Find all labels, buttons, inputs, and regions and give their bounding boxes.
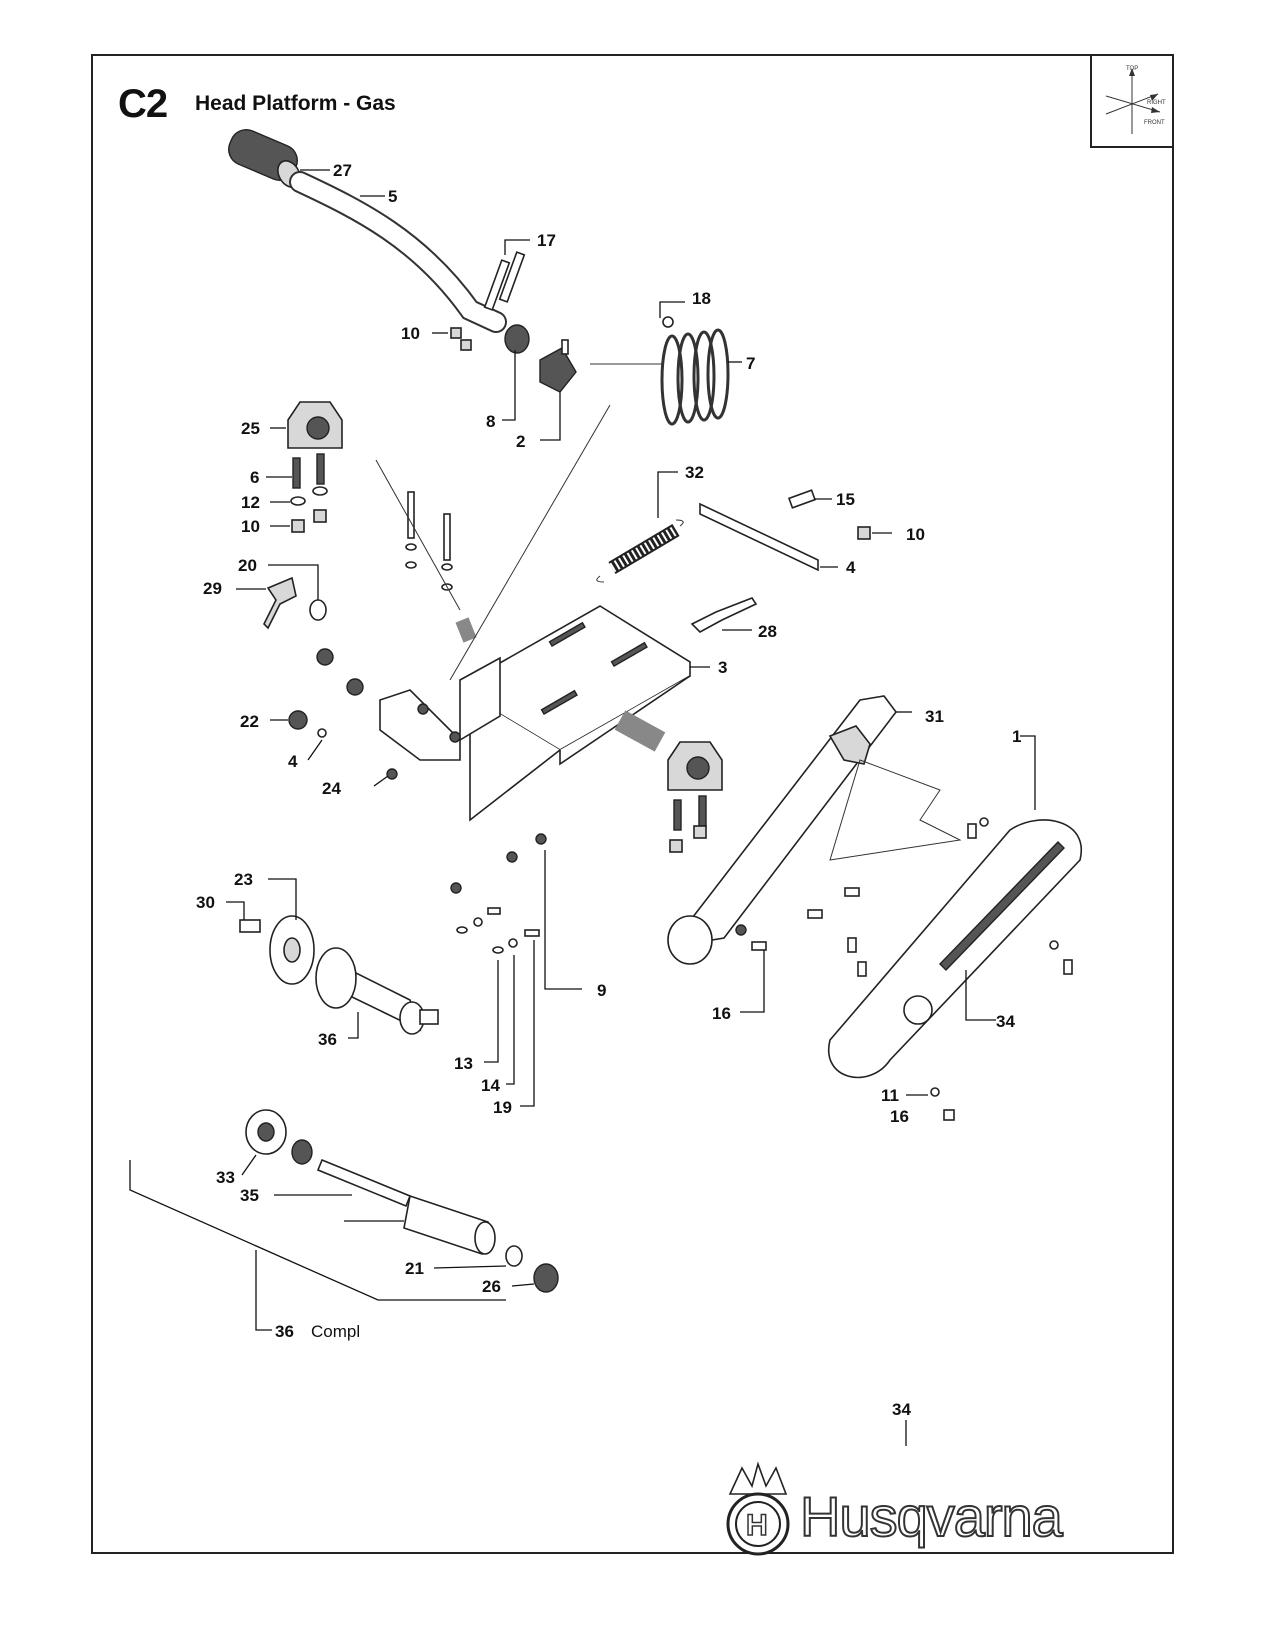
adjust-bracket — [690, 597, 758, 633]
callout-10: 10 — [241, 517, 260, 536]
orientation-right-label: RIGHT — [1147, 100, 1166, 106]
callout-19: 19 — [493, 1098, 512, 1117]
callout-32: 32 — [685, 463, 704, 482]
throttle-assembly — [504, 324, 577, 393]
callout-16: 16 — [890, 1107, 909, 1126]
callout-27: 27 — [333, 161, 352, 180]
belt-housing — [827, 819, 1083, 1079]
callout-8: 8 — [486, 412, 495, 431]
platform-bolts — [405, 491, 453, 591]
callout-10: 10 — [906, 525, 925, 544]
callout-15: 15 — [836, 490, 855, 509]
callout-31: 31 — [925, 707, 944, 726]
section-title: Head Platform - Gas — [195, 92, 396, 115]
callout-12: 12 — [241, 493, 260, 512]
orientation-indicator: TOP RIGHT FRONT — [1090, 54, 1174, 148]
callout-11: 11 — [881, 1086, 899, 1105]
callout-35: 35 — [240, 1186, 259, 1205]
husqvarna-crown-icon: H — [726, 1461, 790, 1556]
callout-26: 26 — [482, 1277, 501, 1296]
callout-13: 13 — [454, 1054, 473, 1073]
callout-4: 4 — [288, 752, 298, 771]
section-code: C2 — [118, 82, 168, 126]
shaft-housing — [315, 947, 439, 1035]
callout-20: 20 — [238, 556, 257, 575]
callout-34-logo: 34 — [892, 1400, 911, 1419]
callout-29: 29 — [203, 579, 222, 598]
callout-18: 18 — [692, 289, 711, 308]
callout-33: 33 — [216, 1168, 235, 1187]
orientation-axes-icon: TOP RIGHT FRONT — [1105, 66, 1166, 134]
callout-2: 2 — [516, 432, 525, 451]
orientation-front-label: FRONT — [1144, 120, 1165, 126]
throttle-cable-coil — [660, 316, 730, 426]
callout-5: 5 — [388, 187, 397, 206]
bearing-block-left — [287, 401, 343, 533]
callout-1: 1 — [1012, 727, 1021, 746]
head-platform — [379, 605, 691, 822]
bolts-17 — [483, 251, 526, 311]
orientation-top-label: TOP — [1126, 66, 1138, 72]
callout-7: 7 — [746, 354, 755, 373]
callout-25: 25 — [241, 419, 260, 438]
callout-3: 3 — [718, 658, 727, 677]
tension-spring — [596, 519, 684, 583]
callout-10: 10 — [401, 324, 420, 343]
callout-24: 24 — [322, 779, 341, 798]
bearing-block-right — [667, 741, 723, 853]
nuts-10-upper — [450, 327, 472, 351]
callout-36-compl: 36 — [275, 1322, 294, 1341]
callout-9: 9 — [597, 981, 606, 1000]
handle-assembly — [228, 129, 507, 333]
svg-text:H: H — [746, 1509, 768, 1542]
small-hardware — [450, 833, 547, 954]
leader-lines — [129, 169, 1036, 1446]
compl-label: Compl — [311, 1322, 360, 1341]
brand-logo-wordmark: Husqvarna — [799, 1484, 1064, 1549]
lock-lever — [263, 576, 327, 630]
page-frame — [91, 54, 1174, 1554]
callout-16: 16 — [712, 1004, 731, 1023]
idler-pulleys — [288, 648, 461, 780]
callout-14: 14 — [481, 1076, 500, 1095]
callout-34: 34 — [996, 1012, 1015, 1031]
callout-28: 28 — [758, 622, 777, 641]
callout-labels: 27 5 17 18 10 7 8 2 25 6 12 10 32 15 10 … — [196, 161, 1021, 1419]
callout-23: 23 — [234, 870, 253, 889]
callout-17: 17 — [537, 231, 556, 250]
callout-22: 22 — [240, 712, 259, 731]
callout-36: 36 — [318, 1030, 337, 1049]
drive-pulley — [239, 915, 315, 985]
callout-6: 6 — [250, 468, 259, 487]
callout-21: 21 — [405, 1259, 424, 1278]
adjust-bar — [699, 489, 871, 572]
housing-fasteners — [735, 817, 1073, 1121]
callout-4: 4 — [846, 558, 856, 577]
shaft-assembly-exploded — [245, 1109, 559, 1293]
callout-30: 30 — [196, 893, 215, 912]
belt-arm — [667, 695, 962, 965]
